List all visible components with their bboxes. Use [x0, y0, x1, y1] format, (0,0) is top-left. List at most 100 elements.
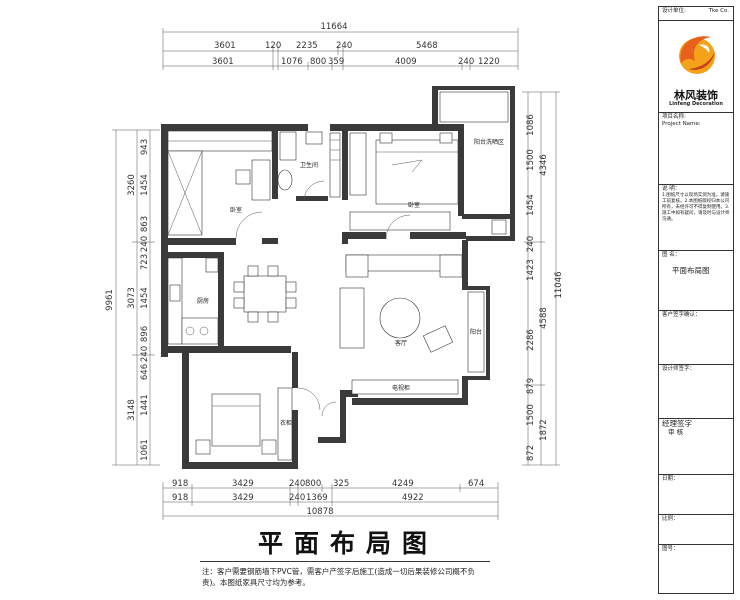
dim-bottom-total: 10878: [306, 507, 333, 517]
designer-sign-label: 设计师签字：: [662, 366, 696, 372]
title-underline: [200, 561, 490, 562]
furniture: [167, 91, 509, 461]
description-row: 说 明： 1.图纸尺寸以现场实测为准，请施工前复核。2.本图纸版权归本公司所有，…: [659, 185, 733, 251]
dim-bottom-1-4: 325: [333, 479, 349, 489]
brand-name-en: Linfeng Decoration: [669, 101, 723, 107]
project-name-row: 项目名称: Project Name:: [659, 113, 733, 185]
dim-top-2-0: 3601: [212, 57, 234, 67]
floor-plan-drawing: 11664 3601 120 2235 240 5468 3601 1076 8…: [105, 22, 564, 520]
dim-top-2-5: 240: [458, 57, 474, 67]
dim-left-5: 1454: [140, 287, 150, 309]
drawing-title: 平面布局图: [258, 529, 439, 558]
dim-top-1-2: 2235: [296, 41, 318, 51]
dim-right-2: 1454: [526, 194, 536, 216]
dim-left-7: 240: [140, 346, 150, 362]
top-dimensions: 11664 3601 120 2235 240 5468 3601 1076 8…: [162, 22, 519, 70]
dim-right-3: 240: [526, 236, 536, 252]
dim-right-0: 1086: [526, 114, 536, 136]
project-name-label: 项目名称:: [662, 114, 686, 120]
dim-bottom-1-0: 918: [172, 479, 188, 489]
dim-top-total: 11664: [320, 22, 347, 32]
dim-bottom-2-1: 3429: [232, 493, 254, 503]
drawing-note: 注：客户需要钢筋墙下PVC管，需客户产签字后施工(造成一切后果装修公司概不负责)…: [202, 567, 475, 587]
brand-name: 林风装饰: [674, 89, 718, 102]
drawing-no-label: 图号：: [662, 546, 679, 552]
scale-label: 比例：: [662, 516, 679, 522]
project-name-en: Project Name:: [662, 121, 701, 127]
dim-left-1: 1454: [140, 174, 150, 196]
client-sign-row: 客户签字确认：: [659, 311, 733, 365]
date-label: 日期：: [662, 476, 679, 482]
manager-sign-row: 经理签字 审 核: [659, 419, 733, 475]
design-unit-label: 设计单位:: [662, 8, 686, 14]
date-row: 日期：: [659, 475, 733, 515]
dim-right-total: 11046: [554, 271, 564, 298]
bottom-dimensions: 918 3429 240 800 325 4249 674 918 3429 2…: [162, 479, 499, 520]
dim-bottom-1-1: 3429: [232, 479, 254, 489]
dim-top-2-3: 359: [328, 57, 344, 67]
dim-top-1-1: 120: [265, 41, 281, 51]
client-sign-label: 客户签字确认：: [662, 312, 701, 318]
dim-right-7: 1500: [526, 404, 536, 426]
dim-left-8: 646: [140, 364, 150, 380]
manager-sign-label: 经理签字: [662, 419, 692, 428]
dim-right-8: 872: [526, 445, 536, 461]
dim-top-2-2: 800: [310, 57, 326, 67]
room-bedroom-1: 卧室: [230, 206, 242, 214]
dim-top-1-4: 5468: [416, 41, 438, 51]
dim-bottom-1-6: 674: [468, 479, 484, 489]
design-unit-right: Tke Co.: [708, 8, 729, 14]
dim-top-2-1: 1076: [281, 57, 303, 67]
dim-right2-2: 1872: [539, 419, 549, 441]
dim-bottom-1-5: 4249: [392, 479, 414, 489]
dim-right-4: 1423: [526, 259, 536, 281]
room-kitchen: 厨房: [197, 297, 209, 305]
walls: [161, 86, 515, 469]
dim-left2-1: 3073: [127, 287, 137, 309]
dim-top-1-3: 240: [336, 41, 352, 51]
room-bathroom: 卫生间: [300, 161, 318, 169]
description-text: 1.图纸尺寸以现场实测为准，请施工前复核。2.本图纸版权归本公司所有，未经许可不…: [662, 193, 730, 222]
dim-bottom-1-2: 240: [289, 479, 305, 489]
dim-bottom-2-0: 918: [172, 493, 188, 503]
room-labels: 卧室 卫生间 卧室 阳台洗晒区 厨房 客厅 阳台 衣柜 电视柜: [197, 138, 504, 427]
dim-bottom-1-3: 800: [305, 479, 321, 489]
room-balcony-laundry: 阳台洗晒区: [474, 138, 504, 146]
dim-left2-2: 3148: [127, 399, 137, 421]
room-living: 客厅: [395, 339, 407, 347]
description-label: 说 明：: [662, 186, 681, 192]
dim-top-2-4: 4009: [395, 57, 417, 67]
dim-top-1-0: 3601: [214, 41, 236, 51]
dim-left-4: 723: [140, 254, 150, 270]
dim-bottom-2-4: 4922: [402, 493, 424, 503]
title-block: 设计单位: Tke Co. 林风装饰 Linfeng Decoration 项目…: [658, 6, 734, 594]
dim-left-3: 240: [140, 236, 150, 252]
designer-sign-row: 设计师签字：: [659, 365, 733, 419]
room-master-bedroom: 卧室: [408, 201, 420, 209]
room-tv-cabinet: 电视柜: [392, 384, 410, 392]
dim-left2-0: 3260: [127, 174, 137, 196]
flame-bird-logo-icon: [679, 36, 715, 74]
reviewer-label: 审 核: [668, 428, 684, 436]
design-unit-row: 设计单位: Tke Co.: [659, 7, 733, 21]
dim-left-6: 896: [140, 326, 150, 342]
room-balcony: 阳台: [470, 328, 482, 336]
dim-bottom-2-2: 240: [289, 493, 305, 503]
dim-left-10: 1061: [140, 439, 150, 461]
drawing-name-row: 图 名： 平面布局图: [659, 251, 733, 311]
dim-left-0: 943: [140, 139, 150, 155]
dim-top-2-6: 1220: [478, 57, 500, 67]
scale-row: 比例：: [659, 515, 733, 545]
room-wardrobe: 衣柜: [280, 419, 292, 427]
drawing-name-label: 图 名：: [662, 252, 681, 258]
right-dimensions: 1086 1500 1454 240 1423 2286 879 1500 87…: [522, 91, 564, 466]
left-dimensions: 9961 3260 3073 3148 943 1454 863 240 723…: [105, 129, 160, 466]
dim-right2-1: 4588: [539, 307, 549, 329]
drawing-name-value: 平面布局图: [672, 266, 710, 275]
dim-left-9: 1441: [140, 394, 150, 416]
dim-left-total: 9961: [105, 289, 115, 311]
dim-right-6: 879: [526, 378, 536, 394]
dim-right-1: 1500: [526, 149, 536, 171]
logo-area: 林风装饰 Linfeng Decoration: [659, 21, 733, 113]
drawing-no-row: 图号：: [659, 545, 733, 593]
